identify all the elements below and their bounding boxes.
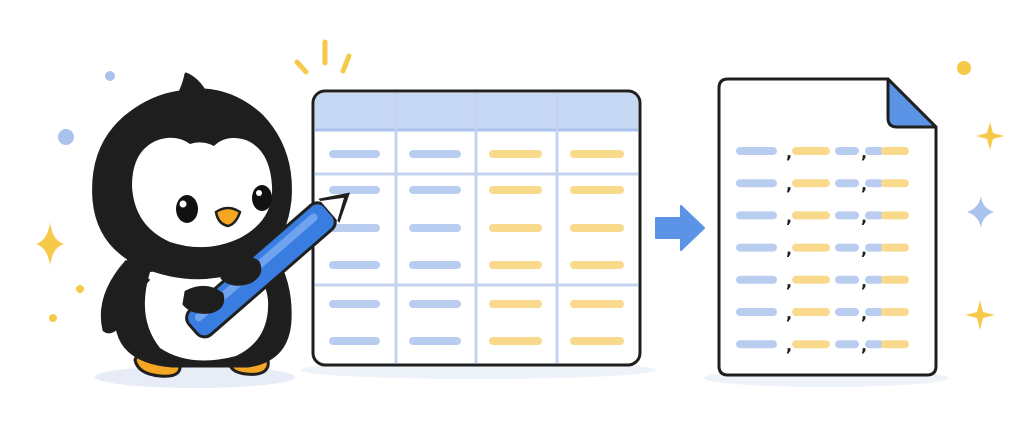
csv-document: ,,,,,,,,,,,,,,	[717, 77, 938, 377]
spreadsheet-column-dividers	[394, 93, 559, 363]
csv-line: ,,	[736, 240, 909, 259]
csv-separator: ,	[786, 304, 792, 323]
csv-lines: ,,,,,,,,,,,,,,	[736, 143, 909, 355]
csv-separator: ,	[861, 240, 867, 259]
csv-separator: ,	[786, 207, 792, 226]
csv-line: ,,	[736, 272, 909, 291]
dot-icon	[58, 129, 74, 145]
penguin-eye-right	[252, 185, 272, 211]
dot-icon	[76, 285, 84, 293]
sparkle-icon	[976, 122, 1004, 150]
csv-separator: ,	[861, 272, 867, 291]
penguin-hand	[182, 286, 225, 314]
csv-separator: ,	[786, 272, 792, 291]
penguin-hand	[220, 255, 262, 286]
csv-separator: ,	[786, 175, 792, 194]
dot-icon	[105, 71, 115, 81]
sparkle-icon	[36, 222, 64, 266]
csv-separator: ,	[861, 143, 867, 162]
page-fold-icon	[886, 77, 938, 129]
dot-icon	[49, 314, 57, 322]
spreadsheet-row-dividers	[315, 172, 638, 287]
sparkle-icon	[965, 300, 995, 330]
penguin-beak	[214, 206, 242, 228]
spreadsheet	[311, 89, 642, 367]
csv-separator: ,	[786, 240, 792, 259]
decorations	[36, 39, 1004, 330]
csv-line: ,,	[736, 175, 909, 194]
dot-icon	[957, 61, 971, 75]
csv-separator: ,	[786, 336, 792, 355]
csv-separator: ,	[786, 143, 792, 162]
csv-separator: ,	[861, 336, 867, 355]
csv-separator: ,	[861, 207, 867, 226]
penguin-flipper-left	[100, 259, 151, 334]
csv-line: ,,	[736, 304, 909, 323]
csv-separator: ,	[861, 175, 867, 194]
penguin-face	[132, 137, 273, 248]
spreadsheet-cells	[329, 150, 624, 345]
burst-lines	[294, 39, 352, 75]
csv-separator: ,	[861, 304, 867, 323]
arrow-right-icon	[655, 205, 705, 251]
penguin-eye-left	[176, 195, 198, 223]
sparkle-icon	[967, 196, 994, 228]
csv-line: ,,	[736, 143, 909, 162]
csv-line: ,,	[736, 207, 909, 226]
csv-line: ,,	[736, 336, 909, 355]
penguin	[92, 72, 350, 378]
